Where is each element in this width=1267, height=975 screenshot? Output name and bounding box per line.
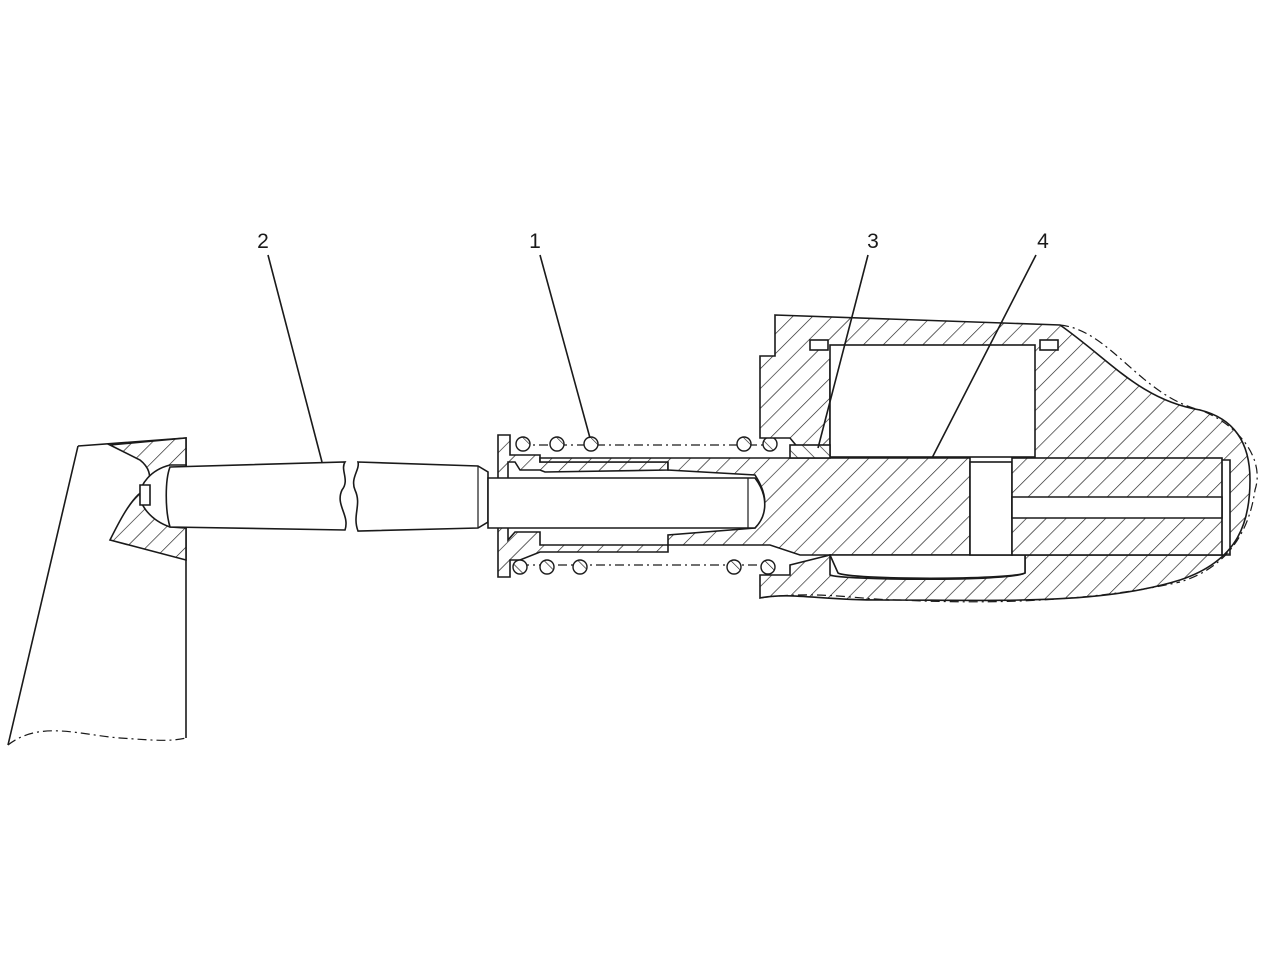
callout-3: 3: [867, 230, 879, 253]
leader-1: [539, 254, 591, 439]
leader-lines: [267, 254, 1037, 463]
spool: [969, 457, 1223, 556]
ring: [789, 444, 831, 459]
leader-3: [817, 254, 869, 449]
leader-4: [931, 254, 1037, 459]
lever-arm: [7, 437, 187, 746]
push-rod: [165, 461, 489, 532]
piston: [487, 457, 971, 556]
callout-2: 2: [257, 230, 269, 253]
callout-4: 4: [1037, 230, 1049, 253]
leader-2: [267, 254, 323, 463]
spring-and-boot: [497, 434, 778, 578]
housing: [759, 314, 1258, 603]
callout-1: 1: [529, 230, 541, 253]
